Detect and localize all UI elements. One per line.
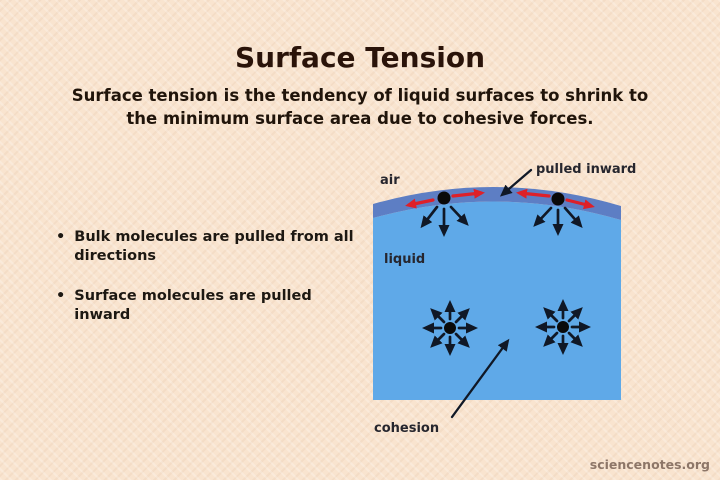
bullet-list: • Bulk molecules are pulled from all dir… [56, 228, 366, 345]
force-arrow-nw [430, 308, 446, 324]
liquid-label: liquid [384, 252, 425, 267]
molecule-dot [551, 192, 565, 206]
surface-molecule-left [420, 191, 469, 237]
diagram-svg: air liquid pulled inward cohesion [373, 162, 636, 436]
bullet-item-bulk-molecules: • Bulk molecules are pulled from all dir… [56, 228, 366, 266]
surface-molecule-right [533, 192, 583, 236]
cohesion-label: cohesion [374, 421, 439, 436]
page-title: Surface Tension [234, 40, 486, 74]
bullet-dot: • [56, 287, 66, 304]
definition-line-1: Surface tension is the tendency of liqui… [71, 86, 649, 105]
tension-arrow-right-outer [565, 198, 595, 210]
liquid-diagram: air liquid pulled inward cohesion [365, 150, 665, 450]
bullet-item-surface-molecules: • Surface molecules are pulled inward [56, 287, 366, 325]
force-arrow-down-left [420, 205, 439, 229]
molecule-dot [437, 191, 451, 205]
force-arrow-ne [454, 308, 470, 324]
force-arrow-sw [430, 332, 446, 348]
force-arrow-down-right [563, 206, 583, 228]
liquid-body [373, 201, 621, 400]
definition-text: Surface tension is the tendency of liqui… [0, 84, 720, 131]
bullet-dot: • [56, 229, 66, 245]
bullet-text: Surface molecules are pulled inward [74, 287, 312, 323]
attribution: sciencenotes.org [589, 457, 710, 472]
definition-line-2: the minimum surface area due to cohesive… [126, 109, 594, 129]
molecule-dot [557, 321, 569, 333]
force-arrow-down-right [449, 205, 469, 226]
tension-arrow-right-inner [516, 188, 551, 199]
force-arrow-nw [543, 307, 559, 323]
force-arrow-ne [567, 307, 583, 323]
tension-arrows [405, 188, 595, 210]
force-arrow-sw [543, 331, 559, 347]
pulled-inward-label: pulled inward [536, 162, 636, 177]
bullet-text: Bulk molecules are pulled from all direc… [74, 229, 354, 264]
pulled-inward-leader-arrow [499, 168, 533, 197]
force-arrow-se [567, 331, 583, 347]
force-arrow-down-left [533, 206, 553, 227]
molecule-dot [444, 322, 456, 334]
bulk-molecule-left [422, 300, 478, 356]
force-arrow-se [454, 332, 470, 348]
cohesion-leader-arrow [450, 338, 510, 419]
tension-arrow-left-outer [405, 198, 435, 209]
tension-arrow-left-inner [451, 188, 485, 199]
bulk-molecule-right [535, 299, 591, 355]
air-label: air [380, 173, 400, 188]
